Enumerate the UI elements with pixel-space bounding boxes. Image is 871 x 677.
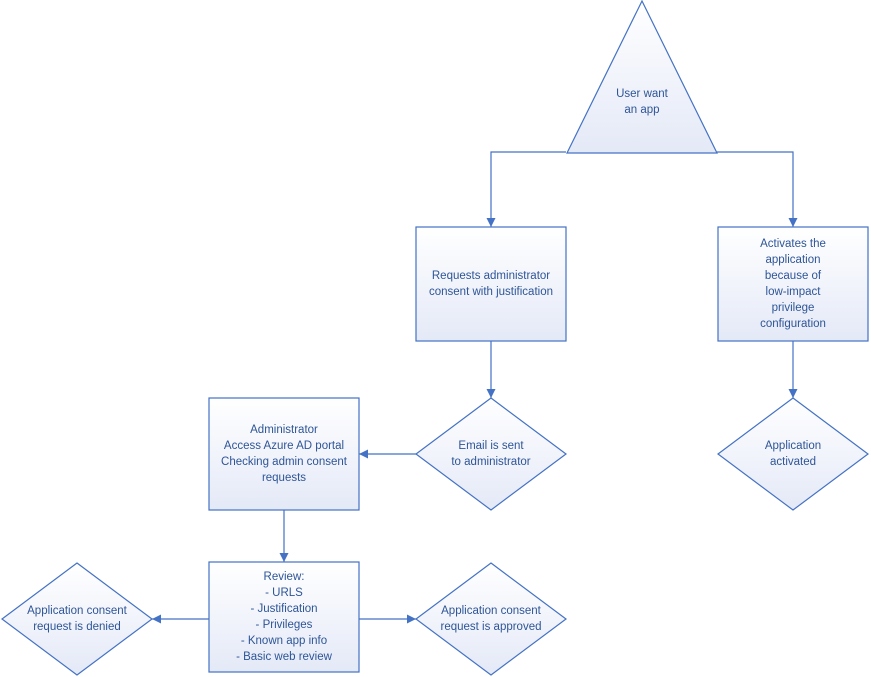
connector-start-to-request-consent [486,151,566,227]
review-label: Review: - URLS - Justification - Privile… [236,571,332,663]
email-sent-diamond [414,397,568,511]
connectors [152,151,798,624]
approved-diamond [414,562,568,676]
approved-label: Application consent request is approved [440,605,542,633]
denied-label: Application consent request is denied [27,605,127,633]
connector-start-to-auto-activate [717,151,798,227]
denied-diamond [0,562,154,676]
app-activated-label: Application activated [764,440,822,468]
start-label: User want an app [616,88,668,116]
app-activated-diamond [716,397,870,511]
start-triangle [566,0,718,154]
request-consent-label: Requests administrator consent with just… [428,270,554,298]
email-sent-label: Email is sent to administrator [451,440,531,468]
review-rectangle [208,561,360,673]
request-consent-rectangle [415,226,567,342]
administrator-rectangle [208,397,360,511]
auto-activate-rectangle [717,226,869,342]
auto-activate-label: Activates the application because of low… [760,238,826,330]
administrator-label: Administrator Access Azure AD portal Che… [221,424,347,484]
